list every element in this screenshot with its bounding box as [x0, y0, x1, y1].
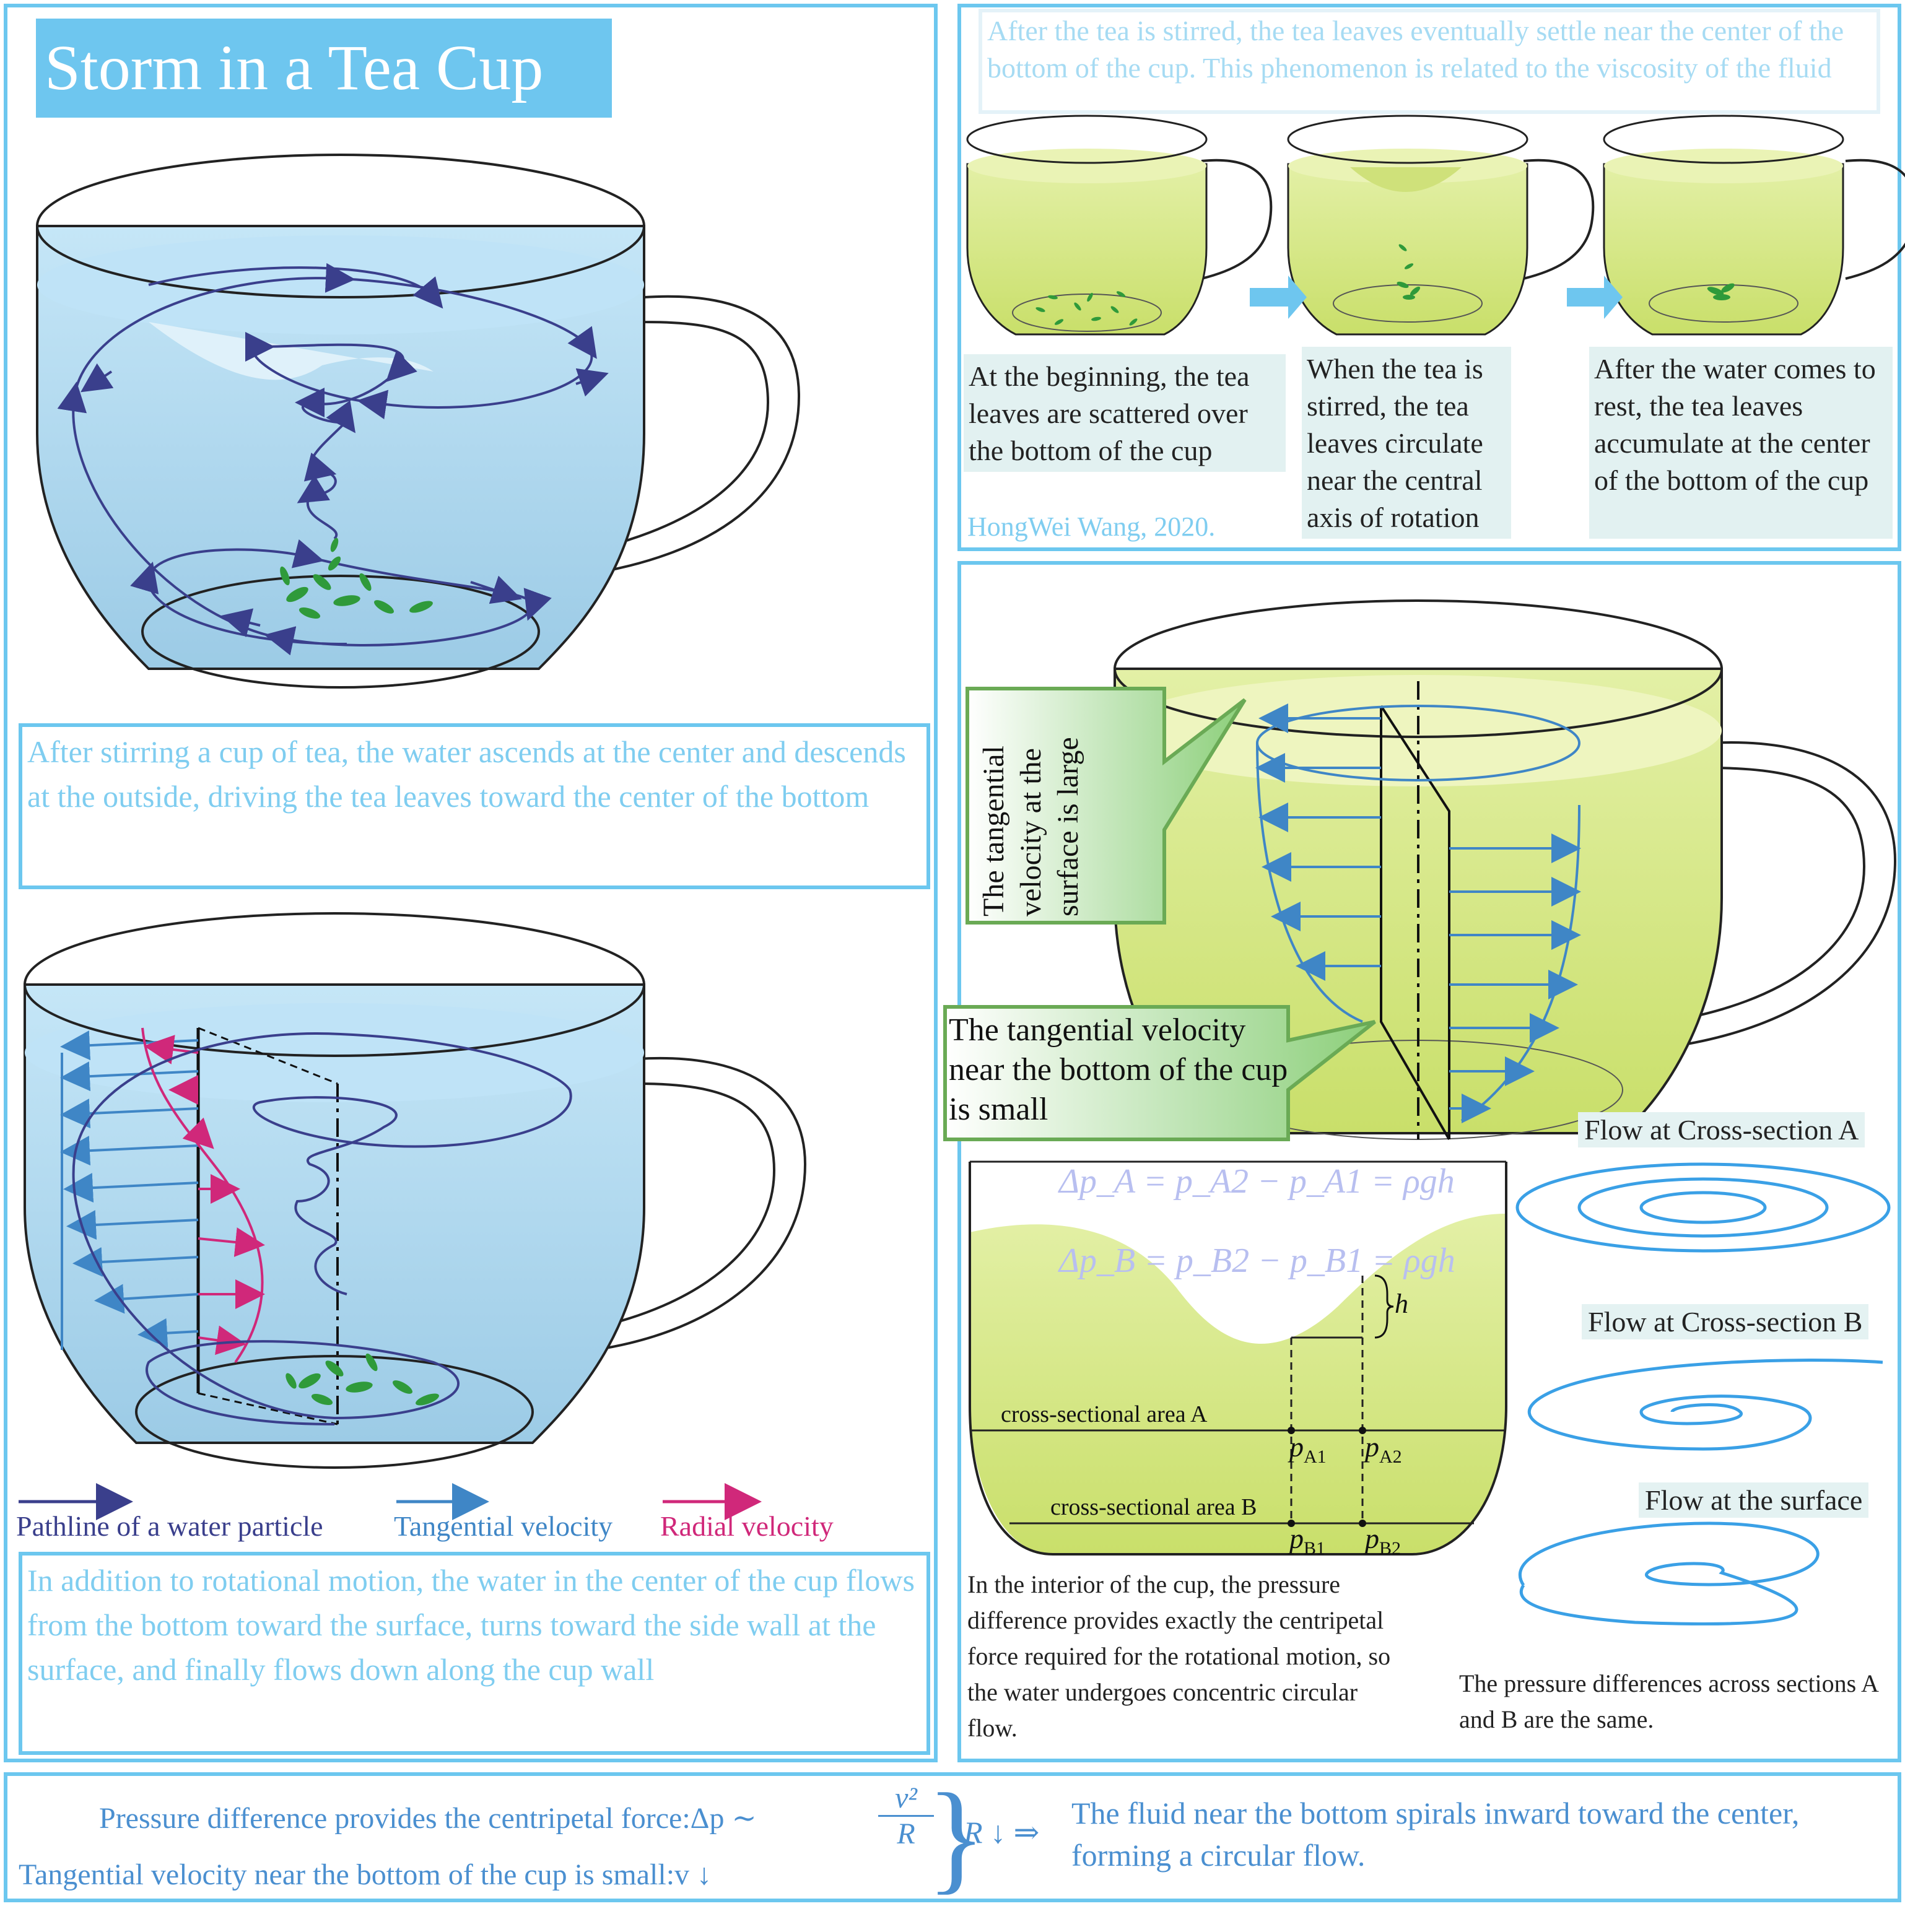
pA2-label: pA2	[1365, 1430, 1402, 1468]
section-b-label: Flow at Cross-section B	[1582, 1304, 1869, 1339]
pB2-symbol: p	[1365, 1523, 1379, 1554]
pA1-symbol: p	[1289, 1431, 1304, 1463]
cup-illustration-bottom	[24, 912, 807, 1469]
legend-tangential: Tangential velocity	[394, 1510, 612, 1543]
callout-surface-shape	[966, 687, 1247, 925]
section-a-label: Flow at Cross-section A	[1578, 1112, 1865, 1147]
bottom-line-1: Pressure difference provides the centrip…	[99, 1801, 757, 1835]
pB1-subscript: B1	[1304, 1538, 1326, 1559]
legend-tangential-label: Tangential velocity	[394, 1510, 613, 1542]
same-pressure-note: The pressure differences across sections…	[1459, 1666, 1905, 1738]
top-right-intro-text: After the tea is stirred, the tea leaves…	[987, 15, 1844, 84]
bottom-left-description-text: In addition to rotational motion, the wa…	[27, 1563, 915, 1687]
callout-surface-text: The tangential velocity at the surface i…	[977, 737, 1084, 916]
fraction-denominator: R	[897, 1817, 915, 1850]
arrow-right-icon	[1567, 276, 1623, 319]
pA2-subscript: A2	[1379, 1447, 1402, 1468]
formula-b: Δp_B = p_B2 − p_B1 = ρgh	[1059, 1242, 1455, 1280]
legend-radial-label: Radial velocity	[660, 1510, 834, 1542]
pA1-subscript: A1	[1304, 1447, 1327, 1468]
caption-stage-2-text: When the tea is stirred, the tea leaves …	[1307, 353, 1483, 533]
arrow-right-icon	[1250, 276, 1307, 319]
fraction: v² R	[878, 1781, 934, 1851]
callout-bottom: The tangential velocity near the bottom …	[949, 1011, 1296, 1129]
formula-a: Δp_A = p_A2 − p_A1 = ρgh	[1059, 1162, 1455, 1201]
area-a-label: cross-sectional area A	[1001, 1401, 1208, 1427]
callout-surface: The tangential velocity at the surface i…	[969, 694, 1167, 923]
top-left-description: After stirring a cup of tea, the water a…	[19, 723, 930, 889]
conclusion-line-2: forming a circular flow.	[1071, 1838, 1366, 1873]
fraction-numerator: v²	[878, 1781, 934, 1817]
caption-stage-2: When the tea is stirred, the tea leaves …	[1302, 347, 1511, 539]
same-pressure-note-text: The pressure differences across sections…	[1459, 1669, 1878, 1733]
interior-note-text: In the interior of the cup, the pressure…	[967, 1570, 1391, 1742]
pA2-symbol: p	[1365, 1431, 1379, 1463]
small-cup-3	[1603, 115, 1905, 336]
panel-bottom	[4, 1772, 1901, 1902]
bottom-line-1-text: Pressure difference provides the centrip…	[99, 1802, 757, 1835]
caption-stage-3-text: After the water comes to rest, the tea l…	[1594, 353, 1876, 496]
section-surface-label: Flow at the surface	[1639, 1482, 1869, 1518]
top-left-description-text: After stirring a cup of tea, the water a…	[27, 734, 906, 814]
caption-stage-3: After the water comes to rest, the tea l…	[1589, 347, 1893, 539]
pA1-label: pA1	[1289, 1430, 1327, 1468]
brace: }	[926, 1769, 986, 1905]
top-right-intro: After the tea is stirred, the tea leaves…	[979, 9, 1880, 114]
pB1-label: pB1	[1289, 1522, 1325, 1559]
implies: R ↓ ⇒	[964, 1815, 1040, 1850]
callout-bottom-shape	[943, 1005, 1376, 1141]
spiral-flows	[1515, 1162, 1891, 1625]
pB2-label: pB2	[1365, 1522, 1401, 1559]
bottom-left-description: In addition to rotational motion, the wa…	[19, 1552, 930, 1755]
h-label: h	[1395, 1289, 1408, 1319]
legend-pathline: Pathline of a water particle	[16, 1510, 323, 1543]
page-title: Storm in a Tea Cup	[36, 19, 612, 118]
caption-stage-1: At the beginning, the tea leaves are sca…	[964, 354, 1286, 472]
bottom-line-2: Tangential velocity near the bottom of t…	[19, 1858, 712, 1892]
pB1-symbol: p	[1289, 1523, 1304, 1554]
small-cup-1	[966, 115, 1273, 336]
area-b-label: cross-sectional area B	[1050, 1494, 1257, 1520]
pB2-subscript: B2	[1379, 1538, 1402, 1559]
bottom-line-2-text: Tangential velocity near the bottom of t…	[19, 1858, 712, 1891]
legend-radial: Radial velocity	[660, 1510, 834, 1543]
cup-illustration-top	[36, 154, 801, 689]
interior-note: In the interior of the cup, the pressure…	[967, 1567, 1395, 1746]
conclusion-line-1: The fluid near the bottom spirals inward…	[1071, 1796, 1800, 1830]
small-cups	[966, 115, 1905, 336]
callout-bottom-text: The tangential velocity near the bottom …	[949, 1012, 1288, 1127]
small-cup-2	[1287, 115, 1595, 336]
legend-pathline-label: Pathline of a water particle	[16, 1510, 323, 1542]
cross-section-diagram	[969, 1160, 1507, 1556]
conclusion: The fluid near the bottom spirals inward…	[1071, 1792, 1799, 1876]
credit: HongWei Wang, 2020.	[967, 511, 1216, 542]
caption-stage-1-text: At the beginning, the tea leaves are sca…	[969, 360, 1250, 466]
